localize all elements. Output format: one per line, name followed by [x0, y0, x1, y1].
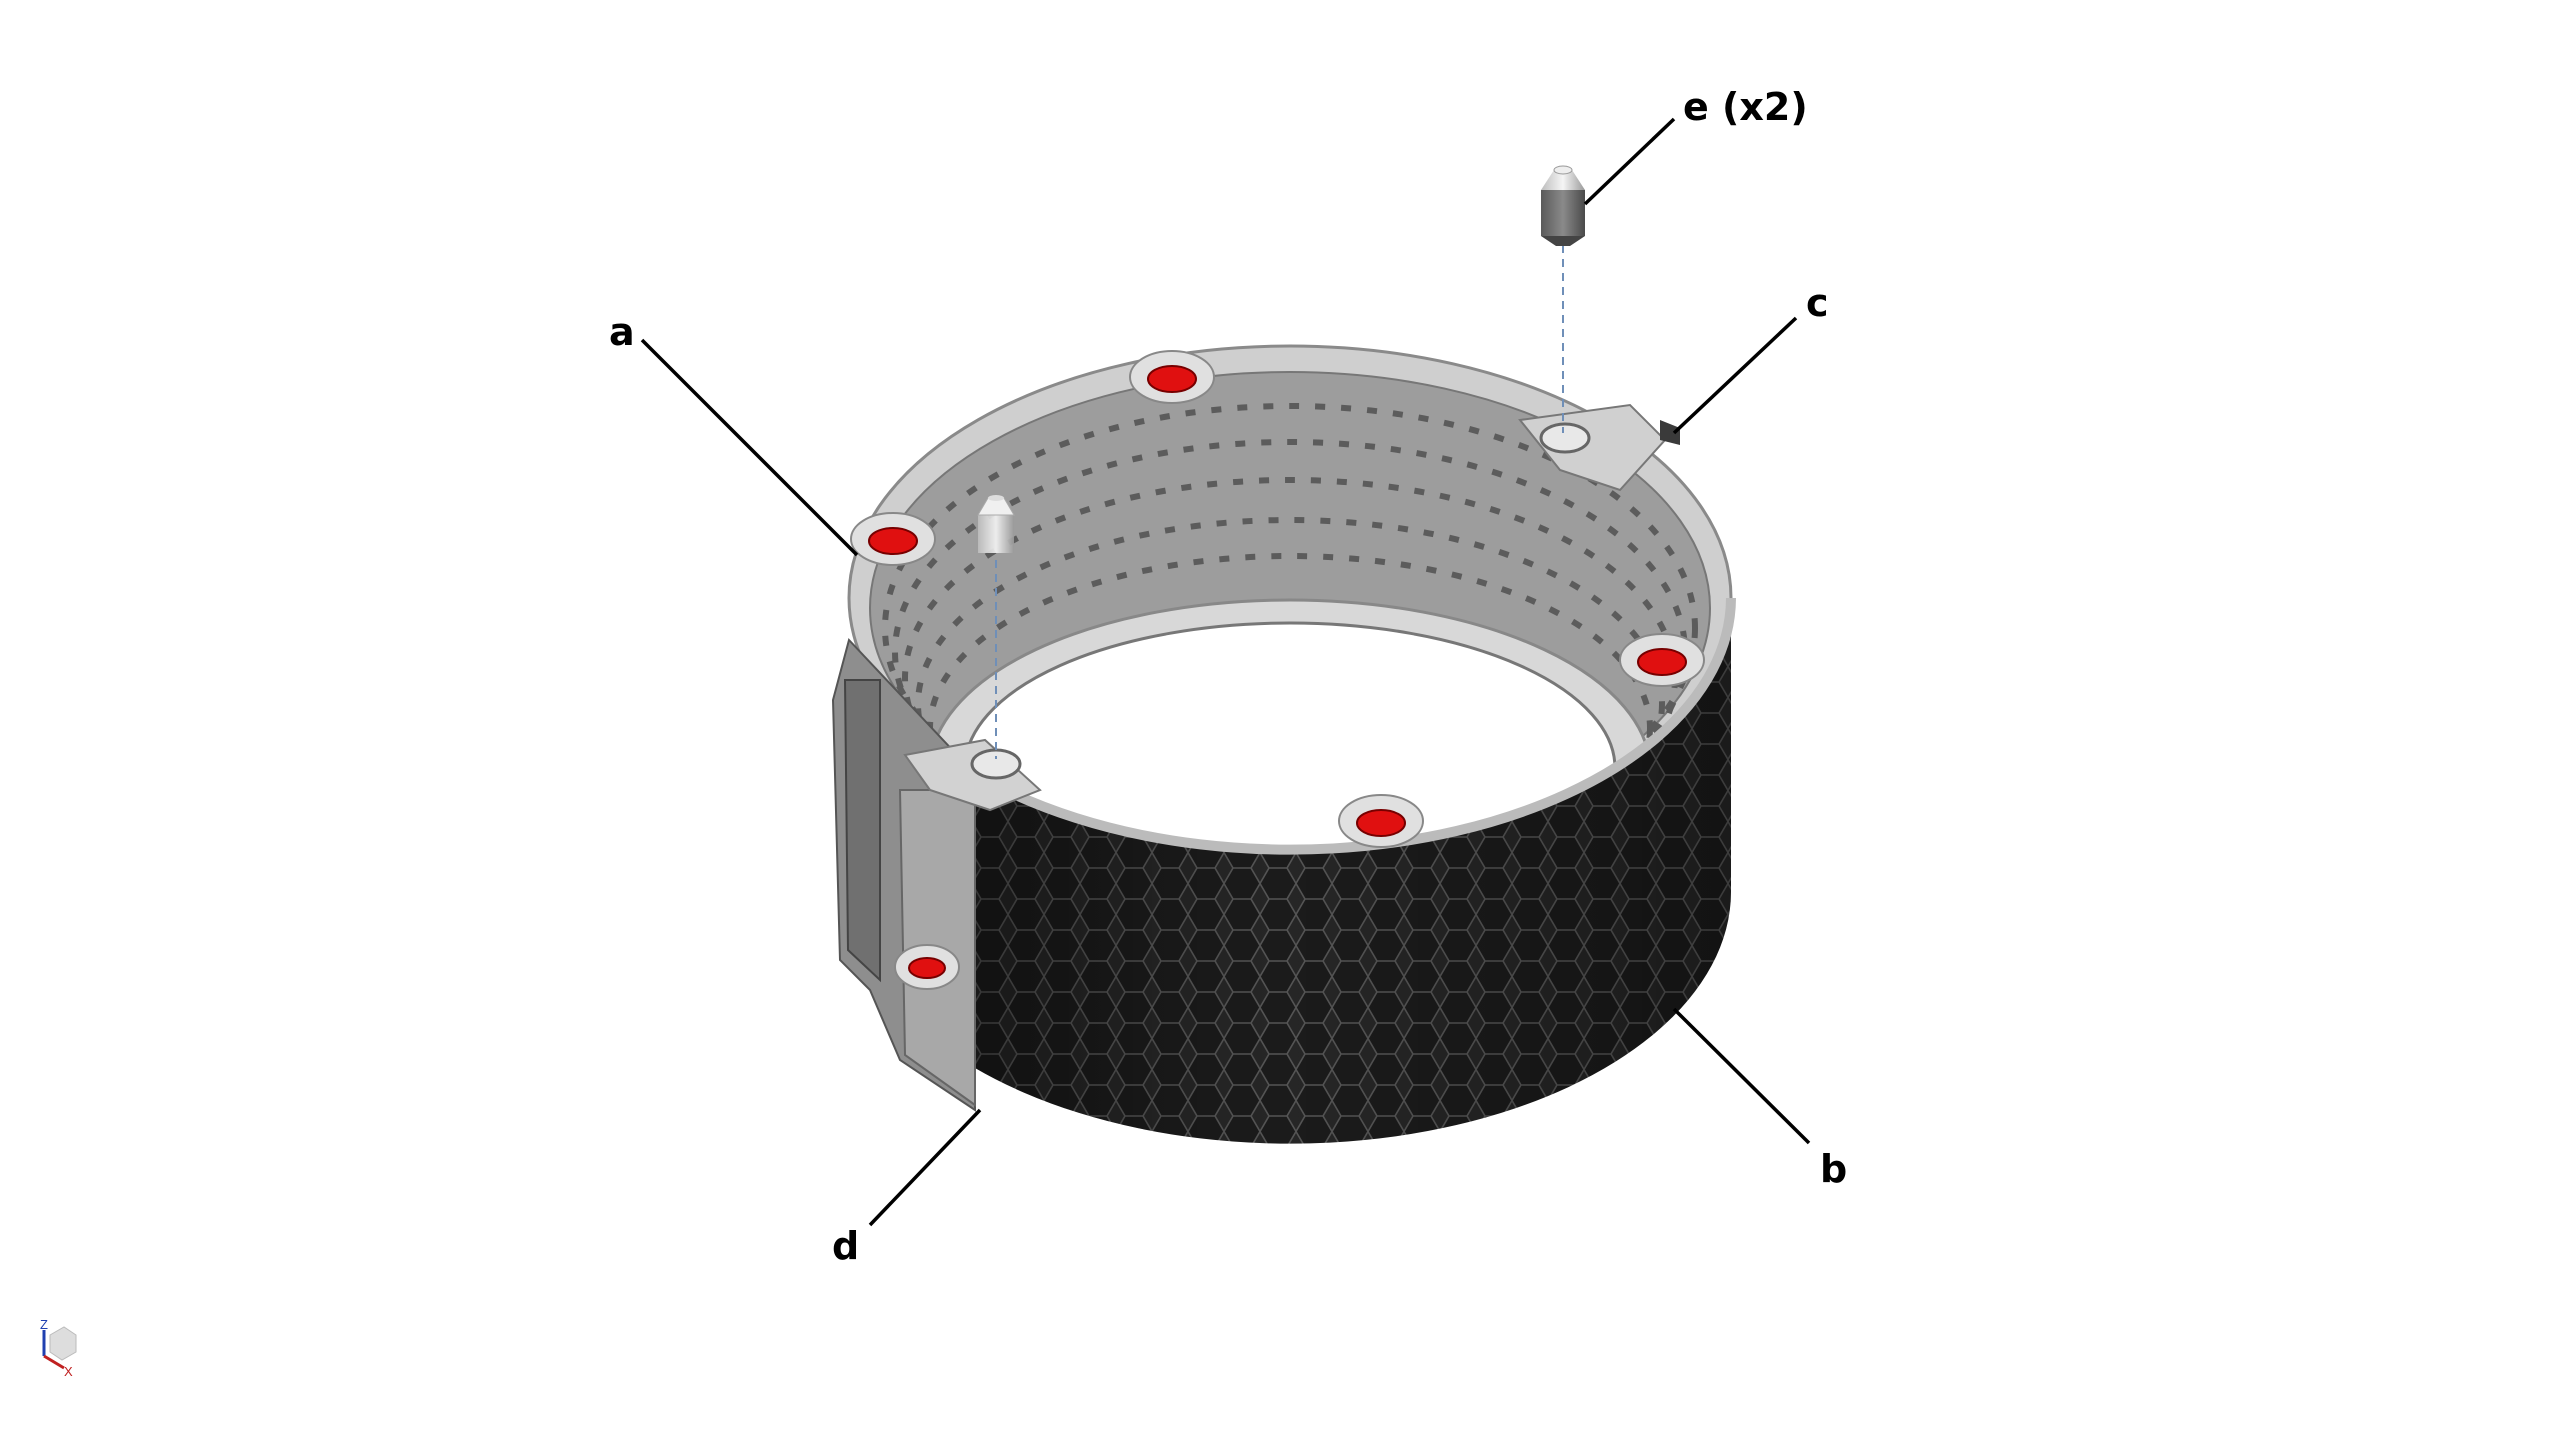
pin-e-installed	[977, 495, 1015, 553]
pin-hole-rear	[1539, 422, 1591, 454]
fastener-hole	[1129, 350, 1215, 404]
axis-triad: Z X	[40, 1317, 77, 1379]
mounting-tab-front	[903, 738, 1042, 812]
label-c: c	[1806, 281, 1829, 325]
pin-e-exploded	[1541, 165, 1585, 246]
label-b: b	[1820, 1147, 1847, 1191]
ring-housing	[831, 344, 1736, 1144]
callout-c: c	[1672, 281, 1829, 435]
fastener-holes	[850, 350, 1705, 990]
x-axis-label: X	[64, 1364, 73, 1379]
fastener-hole	[894, 944, 960, 990]
callout-d: d	[832, 1108, 982, 1268]
callout-e: e (x2)	[1583, 85, 1808, 206]
callout-a: a	[609, 310, 859, 557]
x-axis-icon	[43, 1354, 65, 1370]
z-axis-label: Z	[40, 1317, 48, 1332]
callout-b: b	[1672, 1007, 1847, 1191]
fastener-hole	[850, 512, 936, 566]
label-e: e (x2)	[1683, 85, 1808, 129]
label-d: d	[832, 1224, 859, 1268]
pin-hole-front	[970, 748, 1022, 780]
fastener-hole	[1619, 633, 1705, 687]
fastener-hole	[1338, 794, 1424, 848]
label-a: a	[609, 310, 635, 354]
